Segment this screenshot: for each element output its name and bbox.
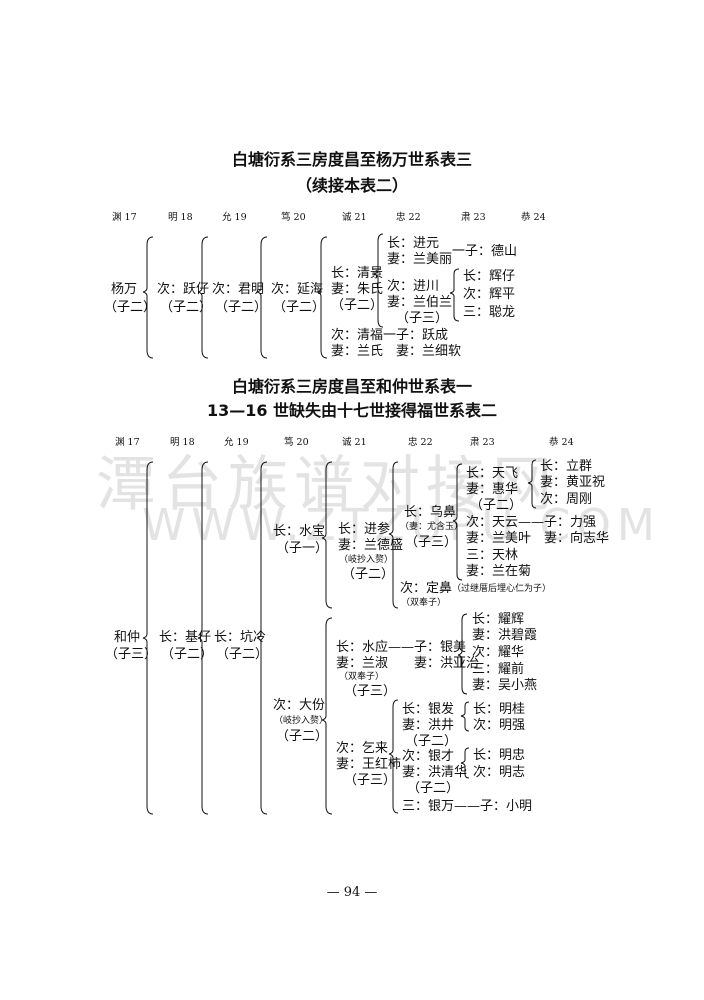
person-name: 次：明志 (473, 765, 526, 780)
person-name: 次：君明 (212, 282, 265, 297)
child-count: （子二） (331, 298, 384, 313)
generation-header: 肃 23 (470, 437, 495, 448)
spouse-name: 妻：朱氏 (331, 282, 384, 297)
table1-subtitle: （续接本表二） (295, 176, 408, 195)
person-name: 次：延海 (271, 282, 324, 297)
child-count: （子三） (105, 647, 158, 662)
person-name: 次：银才 (402, 749, 455, 764)
spouse-name: 妻：兰淑 妻：洪亚治 (336, 656, 480, 671)
person-name: 次：明强 (473, 718, 526, 733)
note: （过继厝后埋心仁为子） (452, 584, 552, 594)
generation-header: 肃 23 (461, 212, 486, 223)
generation-header: 诚 21 (342, 212, 367, 223)
child-count: （子二） (104, 300, 157, 315)
generation-header: 渊 17 (112, 212, 137, 223)
person-name: 三：银万——子：小明 (402, 799, 533, 814)
person-name: 长：乌鼻 (404, 505, 457, 520)
person-name: 长：坑冷 (214, 630, 267, 645)
spouse-name: 妻：洪碧霞 (472, 628, 538, 643)
note: （双奉子） (339, 672, 385, 682)
person-name: 长：明忠 (473, 748, 526, 763)
child-count: （子二） (276, 729, 329, 744)
generation-header: 恭 24 (549, 437, 574, 448)
generation-header: 允 19 (224, 437, 249, 448)
child-count: （子二） (405, 734, 458, 749)
spouse-name: 妻：王红柿 (336, 757, 402, 772)
spouse-name: 妻：兰伯兰 (387, 295, 453, 310)
child-count: （子二） (470, 498, 523, 513)
person-name: 长：银发 (402, 702, 455, 717)
person-name: 次：大份 (273, 698, 326, 713)
child-count: （子二） (342, 567, 395, 582)
person-name: 长：清景 (331, 266, 384, 281)
child-count: （子二） (161, 647, 214, 662)
spouse-name: 妻：洪清华 (402, 765, 468, 780)
spouse-name: （妻：尤含玉） (400, 522, 464, 532)
generation-header: 忠 22 (408, 437, 433, 448)
person-name: 次：定鼻 (400, 581, 453, 596)
person-name: 长：辉仔 (463, 269, 516, 284)
child-count: （子三） (405, 535, 458, 550)
child-count: （子二） (216, 647, 269, 662)
person-name: 次：乞来 (336, 741, 389, 756)
note: （双奉子） (401, 598, 447, 608)
person-name: 长：耀辉 (472, 612, 525, 627)
child-count: （子三） (396, 311, 449, 326)
table2-title: 白塘衍系三房度昌至和仲世系表一 (231, 377, 472, 396)
spouse-name: 妻：兰美叶 妻：向志华 (466, 531, 610, 546)
table1-title: 白塘衍系三房度昌至杨万世系表三 (231, 150, 472, 169)
child-count: （子二） (160, 300, 213, 315)
generation-header: 诚 21 (342, 437, 367, 448)
person-name: 和仲 (114, 630, 141, 645)
person-name: 次：跃仔 (157, 282, 210, 297)
spouse-name: 妻：兰德盛 (338, 538, 404, 553)
child-count: （子二） (407, 781, 460, 796)
child-count: （子二） (215, 300, 268, 315)
person-name: 长：明桂 (473, 702, 526, 717)
person-name: 次：辉平 (463, 287, 516, 302)
generation-header: 忠 22 (396, 212, 421, 223)
generation-header: 渊 17 (115, 437, 140, 448)
note: （岐抄入赘） (274, 716, 329, 726)
generation-header: 笃 20 (281, 212, 306, 223)
spouse-name: 妻：洪井 (402, 718, 455, 733)
spouse-name: 妻：兰在菊 (466, 564, 532, 579)
child-count: （子一） (276, 541, 329, 556)
person-name: 长：天飞 (466, 466, 519, 481)
person-name: 三：天林 (466, 548, 519, 563)
person-name: 三：耀前 (472, 662, 525, 677)
person-name: 长：基仔 (159, 630, 212, 645)
son-name: 一子：德山 (452, 244, 518, 259)
page-number: — 94 — (326, 885, 378, 900)
person-name: 长：水应——子：银美 (336, 640, 467, 655)
child-count: （子三） (344, 684, 397, 699)
spouse-name: 妻：黄亚祝 (540, 475, 606, 490)
generation-header: 明 18 (170, 437, 195, 448)
generation-header: 允 19 (222, 212, 247, 223)
note: （岐抄入赘） (339, 555, 394, 565)
watermark-url: WWW.ZTZUPU.COM (142, 500, 661, 551)
person-name: 三：聪龙 (463, 305, 516, 320)
spouse-name: 妻：吴小燕 (472, 678, 538, 693)
generation-header: 明 18 (168, 212, 193, 223)
person-name: 长：进元 (387, 236, 440, 251)
person-name: 长：水宝 (273, 524, 326, 539)
table2-subtitle: 13—16 世缺失由十七世接得福世系表二 (206, 401, 498, 420)
person-name: 长：立群 (540, 459, 593, 474)
spouse-name: 妻：惠华 (466, 482, 519, 497)
person-name: 次：清福一子：跃成 (331, 328, 449, 343)
child-count: （子三） (344, 773, 397, 788)
generation-header: 恭 24 (521, 212, 546, 223)
spouse-name: 妻：兰氏 妻：兰细软 (331, 344, 462, 359)
person-name: 次：耀华 (472, 645, 525, 660)
child-count: （子二） (273, 300, 326, 315)
person-name: 次：周刚 (540, 492, 593, 507)
person-name: 杨万 (111, 282, 138, 297)
person-name: 长：进参 (338, 522, 391, 537)
person-name: 次：天云——子：力强 (466, 515, 597, 530)
person-name: 次：进川 (387, 279, 440, 294)
generation-header: 笃 20 (284, 437, 309, 448)
spouse-name: 妻：兰美丽 (387, 252, 453, 267)
